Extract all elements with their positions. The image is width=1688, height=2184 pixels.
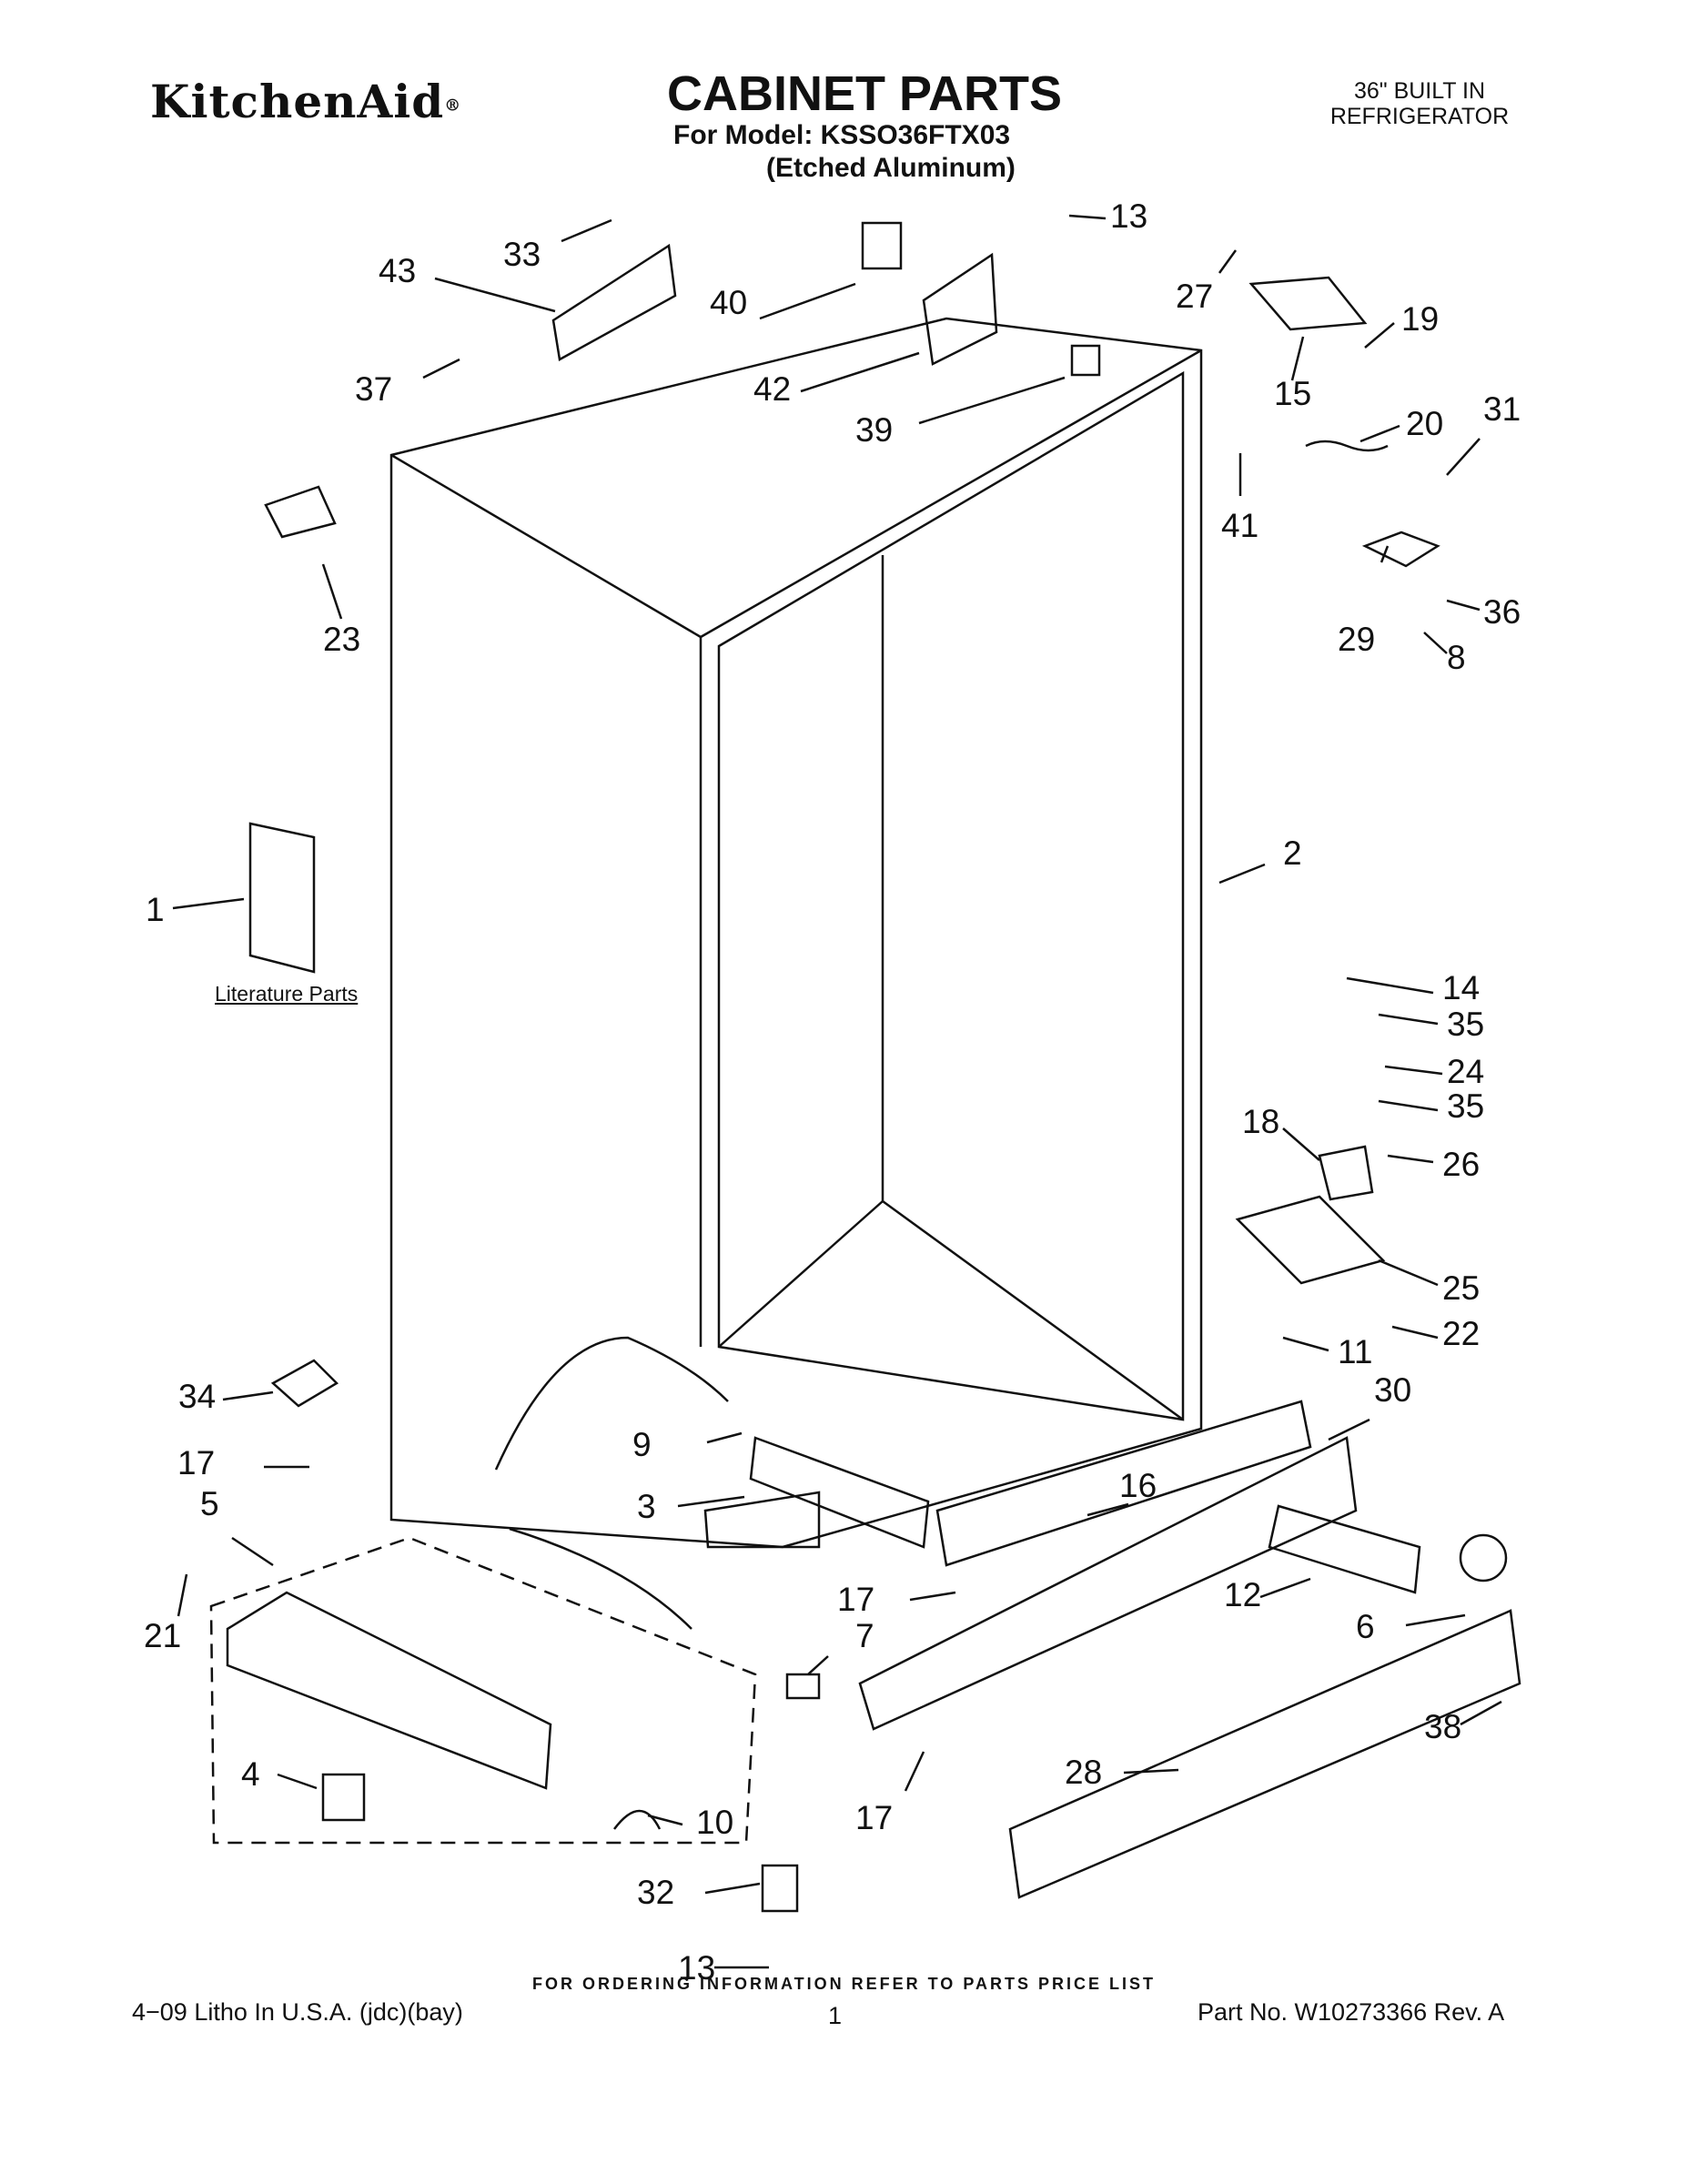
kickplate-28: [1008, 1609, 1521, 1899]
caster-4: [321, 1773, 366, 1822]
hinge-bracket-25: [1235, 1195, 1386, 1285]
callout-number: 17: [855, 1799, 893, 1836]
callout-number: 36: [1483, 593, 1521, 631]
callout-number: 14: [1442, 969, 1480, 1006]
grille-panel-30: [858, 1436, 1358, 1731]
callout-number: 40: [710, 284, 747, 321]
clip-23: [264, 485, 337, 539]
callout-number: 21: [144, 1617, 181, 1654]
registered-mark: ®: [444, 96, 462, 116]
part-number: Part No. W10273366 Rev. A: [1198, 1998, 1505, 2026]
callout-number: 6: [1356, 1608, 1375, 1645]
callout-number: 38: [1424, 1708, 1461, 1745]
product-type-line2: REFRIGERATOR: [1329, 104, 1510, 129]
callout-number: 20: [1406, 405, 1443, 442]
litho-line: 4−09 Litho In U.S.A. (jdc)(bay): [132, 1998, 463, 2026]
callout-number: 3: [637, 1488, 656, 1525]
leader-lines: [172, 214, 1502, 1969]
part-18: [1318, 1145, 1374, 1201]
callout-number: 1: [146, 891, 165, 928]
callout-number: 9: [632, 1426, 652, 1463]
callout-number: 22: [1442, 1315, 1480, 1352]
callout-number: 5: [200, 1485, 219, 1522]
callout-number: 37: [355, 370, 392, 408]
callout-number: 12: [1224, 1576, 1261, 1613]
literature-parts-label: Literature Parts: [215, 982, 359, 1006]
product-type-line1: 36" BUILT IN: [1353, 78, 1486, 104]
callout-number: 27: [1176, 278, 1213, 315]
callout-number: 19: [1401, 300, 1439, 338]
bracket-32: [761, 1864, 799, 1913]
callout-number: 28: [1065, 1754, 1102, 1791]
callout-number: 29: [1338, 621, 1375, 658]
top-bracket-43: [551, 243, 677, 361]
callout-number: 31: [1483, 390, 1521, 428]
bracket-42: [922, 252, 998, 366]
brand-name: KitchenAid: [150, 75, 445, 128]
variant-line: (Etched Aluminum): [766, 153, 1016, 183]
callout-number: 43: [379, 252, 416, 289]
model-line: For Model: KSSO36FTX03: [673, 120, 1011, 150]
spring-20: [1305, 440, 1389, 452]
callout-number: 17: [837, 1581, 874, 1618]
part-39: [1070, 344, 1101, 377]
callout-number: 35: [1447, 1006, 1484, 1043]
clip-7: [785, 1673, 821, 1700]
tube-10: [613, 1809, 662, 1830]
wrap-line: [494, 1336, 729, 1471]
valve-9: [749, 1436, 930, 1549]
callout-number: 42: [753, 370, 791, 408]
clip-34: [270, 1359, 339, 1408]
callout-number: 10: [696, 1804, 733, 1841]
callout-number: 8: [1447, 639, 1466, 676]
callout-number: 15: [1274, 375, 1311, 412]
callout-number: 35: [1447, 1087, 1484, 1125]
hinge-plate-15: [1248, 276, 1368, 331]
callout-number: 13: [678, 1949, 715, 1987]
callout-number: 26: [1442, 1146, 1480, 1183]
callout-number: 16: [1119, 1467, 1157, 1504]
ordering-note: FOR ORDERING INFORMATION REFER TO PARTS …: [531, 1975, 1156, 1993]
tube-line: [509, 1527, 692, 1630]
part-40: [861, 221, 903, 270]
callout-number: 11: [1338, 1333, 1372, 1370]
callout-number: 41: [1221, 507, 1258, 544]
callout-number: 32: [637, 1874, 674, 1911]
cabinet-inner-floor: [718, 1200, 884, 1348]
callout-number: 4: [241, 1755, 260, 1793]
callout-number: 18: [1242, 1103, 1279, 1140]
brand-logo: KitchenAid®: [150, 75, 461, 128]
rail-assembly: [226, 1591, 552, 1790]
cabinet-body: [209, 221, 1521, 1913]
rear-panel-16: [935, 1400, 1312, 1567]
callout-number: 2: [1283, 834, 1302, 872]
callout-number: 7: [855, 1617, 874, 1654]
product-type: 36" BUILT IN REFRIGERATOR: [1292, 78, 1547, 129]
callout-number: 33: [503, 236, 541, 273]
callout-number: 25: [1442, 1269, 1480, 1307]
filter-12: [1268, 1504, 1421, 1594]
cabinet-outline: [389, 317, 1203, 1549]
bracket-29: [1361, 531, 1440, 568]
callout-number: 17: [177, 1444, 215, 1481]
cap-6: [1459, 1533, 1508, 1582]
literature-booklet: [248, 822, 316, 974]
callout-number: 23: [323, 621, 360, 658]
bracket-3: [703, 1491, 821, 1549]
callout-number: 24: [1447, 1053, 1484, 1090]
callout-number: 34: [178, 1378, 216, 1415]
callout-number: 13: [1110, 197, 1147, 235]
page-title: CABINET PARTS: [666, 66, 1062, 121]
callout-number: 39: [855, 411, 893, 449]
callout-labels: 1234567891011121313141516171717181920212…: [144, 197, 1521, 1987]
frame-outline-5: [209, 1536, 757, 1845]
page-number: 1: [828, 2002, 843, 2029]
callout-number: 30: [1374, 1371, 1411, 1409]
